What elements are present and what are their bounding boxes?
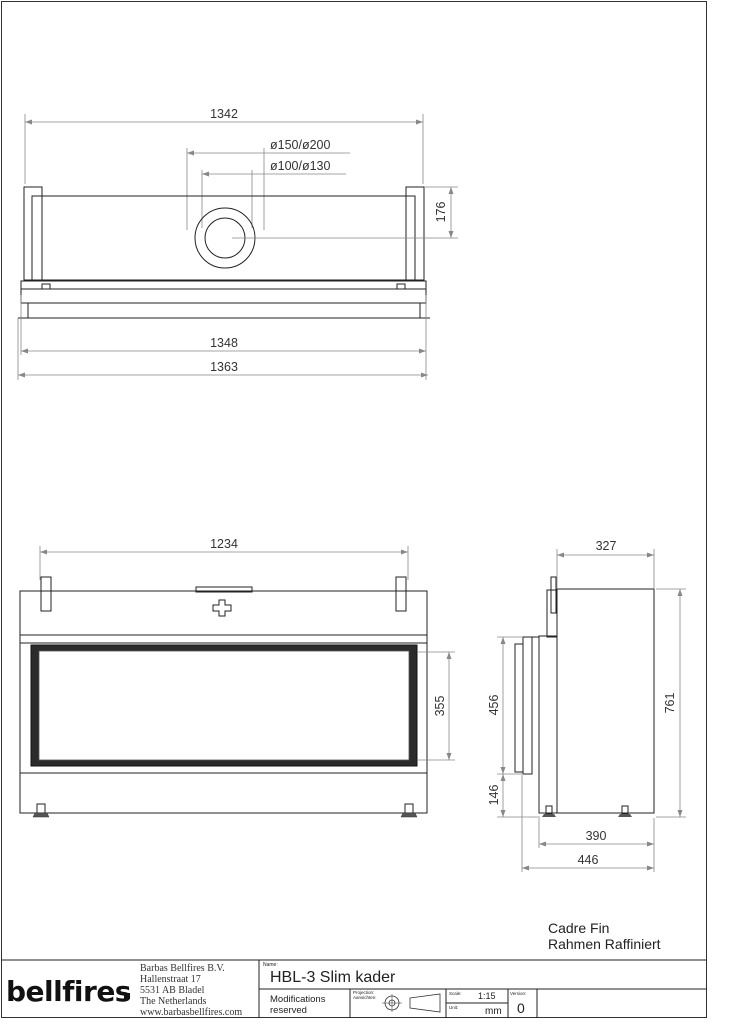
caption-cadre-fin: Cadre Fin <box>548 920 609 936</box>
dim-depth-total: 446 <box>578 853 599 867</box>
sheet-border <box>1 1 707 1018</box>
unit-value: mm <box>485 1006 502 1017</box>
cross-icon <box>212 599 232 617</box>
dim-glass-height: 355 <box>433 696 447 717</box>
projection-label: Projection: <box>353 990 374 995</box>
dim-flue-inner: ø100/ø130 <box>270 159 331 173</box>
dim-width-top: 1342 <box>210 107 238 121</box>
company-country: The Netherlands <box>140 996 206 1007</box>
dim-inner-width: 1234 <box>210 537 238 551</box>
dim-flue-offset: 176 <box>434 202 448 223</box>
scale-label: Scale: <box>449 991 462 996</box>
brand-logo: bellfires <box>6 975 131 1008</box>
company-city: 5531 AB Bladel <box>140 985 205 996</box>
title-block: bellfires Barbas Bellfires B.V. Hallenst… <box>1 959 707 1018</box>
drawing-name: HBL-3 Slim kader <box>270 969 396 986</box>
dim-depth-top: 327 <box>596 539 617 553</box>
dim-flue-outer: ø150/ø200 <box>270 138 331 152</box>
logo-dot <box>124 993 130 999</box>
side-view: 327 761 456 146 390 <box>487 539 686 872</box>
company-name: Barbas Bellfires B.V. <box>140 963 225 974</box>
dim-depth-base: 390 <box>586 829 607 843</box>
version-label: Version: <box>510 991 526 996</box>
projection-label-nl: Aansichten: <box>353 995 377 1000</box>
scale-value: 1:15 <box>478 991 496 1001</box>
front-view: 1234 355 <box>19 537 455 818</box>
dim-width-middle: 1348 <box>210 336 238 350</box>
company-website[interactable]: www.barbasbellfires.com <box>140 1007 242 1018</box>
dim-base-height: 146 <box>487 785 501 806</box>
projection-symbol-icon <box>382 993 441 1013</box>
caption-rahmen: Rahmen Raffiniert <box>548 936 661 952</box>
company-street: Hallenstraat 17 <box>140 974 201 985</box>
top-view: 1342 ø150/ø200 ø100/ø130 176 1348 <box>17 107 458 380</box>
modifications-line1: Modifications <box>270 994 326 1005</box>
modifications-line2: reserved <box>270 1005 307 1016</box>
version-value: 0 <box>517 1000 525 1016</box>
dim-frame-height: 456 <box>487 695 501 716</box>
dim-total-height: 761 <box>663 693 677 714</box>
name-label: Name: <box>263 962 278 968</box>
dim-width-bottom: 1363 <box>210 360 238 374</box>
unit-label: Unit: <box>449 1005 458 1010</box>
